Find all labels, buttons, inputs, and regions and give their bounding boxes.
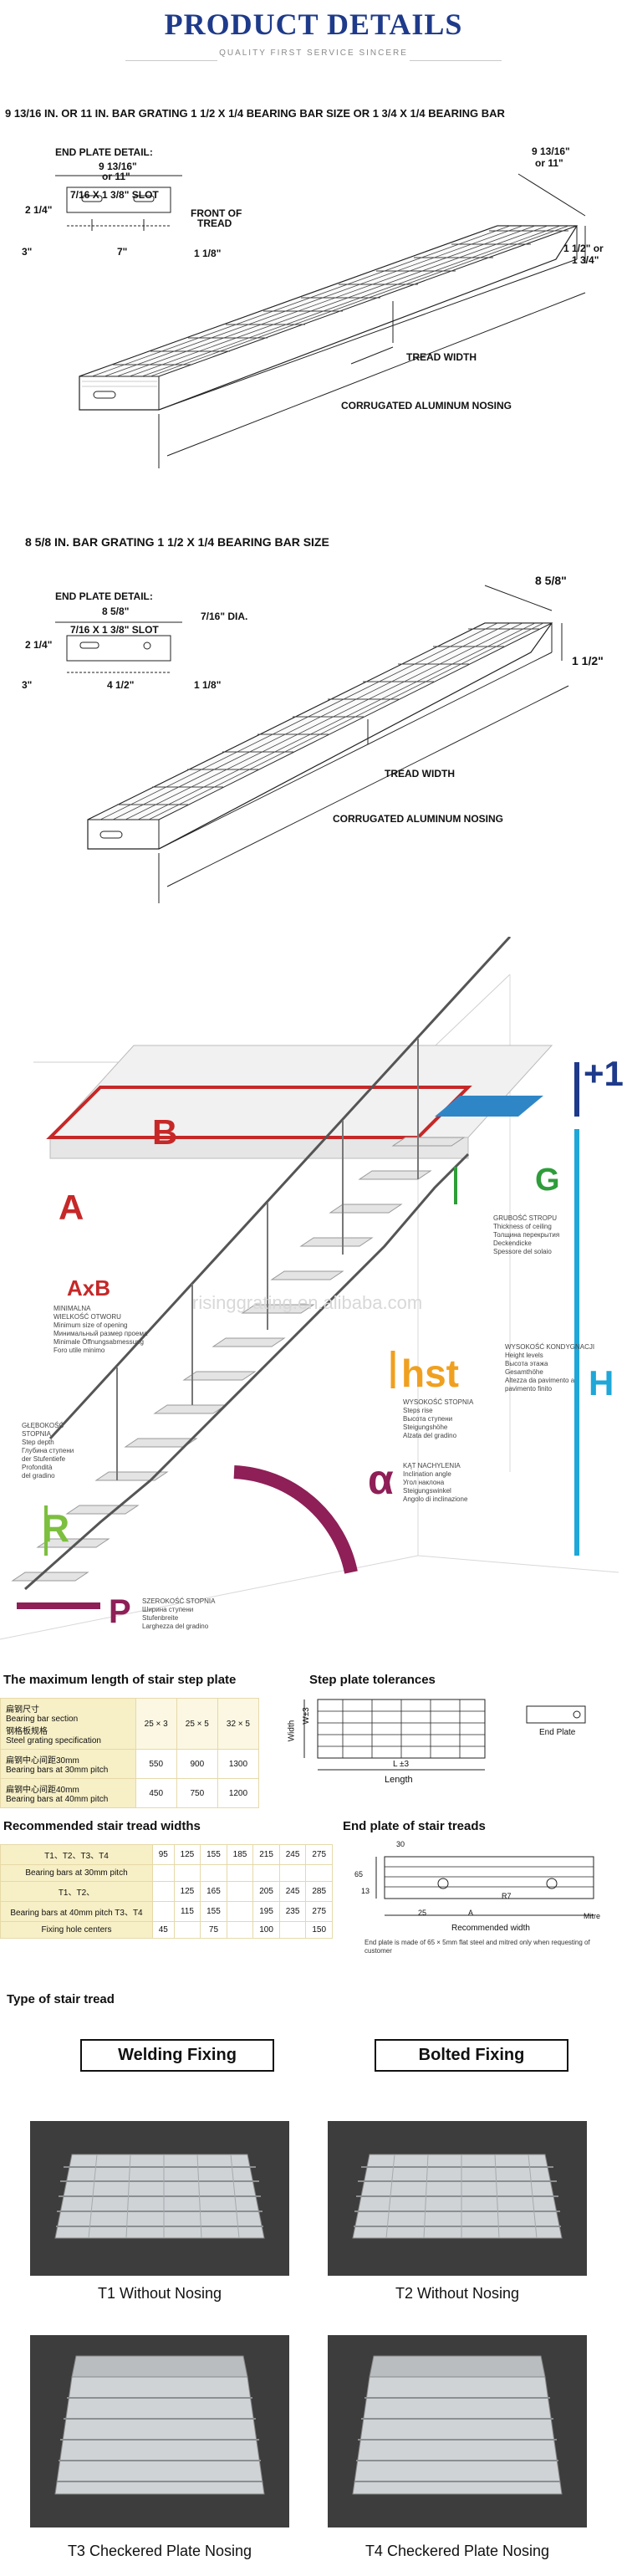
photo-t4 — [328, 2335, 587, 2527]
dia-label: 7/16" DIA. — [201, 611, 248, 622]
right-height-1: 1 1/2" or — [563, 243, 604, 254]
dim-a: A — [468, 1909, 474, 1917]
recommended-title: Recommended stair tread widths — [3, 1819, 201, 1833]
dim-2-1-4-b: 2 1/4" — [25, 639, 53, 651]
dim-65: 65 — [354, 1870, 364, 1878]
caption-t4: T4 Checkered Plate Nosing — [364, 2543, 550, 2559]
photo-t2 — [328, 2121, 587, 2276]
watermark: risinggrating.en.alibaba.com — [192, 1292, 423, 1313]
end-plate-detail-label: END PLATE DETAIL: — [55, 146, 153, 158]
col-32x5: 32 × 5 — [217, 1698, 260, 1750]
caption-t1: T1 Without Nosing — [97, 2285, 222, 2302]
w-label: W±3 — [301, 1707, 311, 1725]
header-divider-left — [125, 60, 217, 61]
dim-r7: R7 — [502, 1892, 512, 1900]
label-r: R — [42, 1506, 70, 1550]
label-h: H — [589, 1363, 614, 1403]
right-width-1: 9 13/16" — [532, 146, 570, 157]
caption-t3: T3 Checkered Plate Nosing — [67, 2543, 252, 2559]
label-axb: AxB — [67, 1275, 111, 1301]
tolerances-drawing — [303, 1699, 586, 1771]
tolerances-title: Step plate tolerances — [309, 1673, 436, 1687]
front-of-tread: FRONT OF — [191, 207, 242, 219]
width-label-2: 8 5/8" — [102, 606, 130, 617]
label-plus1: +1 — [584, 1054, 624, 1093]
recommended-width-label: Recommended width — [451, 1924, 530, 1933]
length-label: Length — [385, 1775, 413, 1785]
label-alpha: α — [368, 1456, 394, 1503]
width-label: Width — [287, 1720, 297, 1742]
page-subtitle: QUALITY FIRST SERVICE SINCERE — [219, 49, 408, 58]
page-title: PRODUCT DETAILS — [164, 8, 463, 41]
end-plate-title: End plate of stair treads — [343, 1819, 486, 1833]
right-width-b: 8 5/8" — [535, 574, 567, 587]
l-label: L ±3 — [393, 1760, 410, 1769]
tread-drawing-1 — [55, 173, 586, 468]
end-plate-label: End Plate — [539, 1728, 576, 1737]
caption-t2: T2 Without Nosing — [395, 2285, 520, 2302]
tread-width-label: TREAD WIDTH — [406, 351, 477, 363]
slot-label: 7/16 X 1 3/8" SLOT — [70, 189, 159, 201]
right-width-2: or 11" — [535, 157, 563, 169]
dim-7: 7" — [117, 246, 128, 258]
label-p: P — [109, 1593, 131, 1630]
col-25x3: 25 × 3 — [135, 1698, 177, 1750]
dim-3: 3" — [22, 246, 33, 258]
front-of-tread-2: TREAD — [197, 217, 232, 229]
label-g: G — [535, 1163, 560, 1198]
tread-width-label-2: TREAD WIDTH — [385, 768, 455, 779]
photo-t1 — [30, 2121, 289, 2276]
types-title: Type of stair tread — [7, 1992, 115, 2006]
end-plate-drawing — [375, 1856, 594, 1916]
col-25x5: 25 × 5 — [176, 1698, 218, 1750]
mitre-label: Mitre — [584, 1912, 600, 1920]
header-divider-right — [410, 60, 502, 61]
stair-illustration — [0, 937, 619, 1640]
dim-25: 25 — [418, 1909, 427, 1917]
nosing-label-2: CORRUGATED ALUMINUM NOSING — [333, 813, 503, 825]
nosing-label: CORRUGATED ALUMINUM NOSING — [341, 400, 512, 411]
right-height-2: 1 3/4" — [572, 254, 599, 266]
slot-label-2: 7/16 X 1 3/8" SLOT — [70, 624, 159, 636]
dim-1-1-8: 1 1/8" — [194, 248, 222, 259]
dim-13: 13 — [361, 1887, 370, 1895]
dim-1-1-8-b: 1 1/8" — [194, 679, 222, 691]
photo-t3 — [30, 2335, 289, 2527]
end-plate-note: End plate is made of 65 × 5mm flat steel… — [364, 1939, 590, 1955]
bolted-fixing-box: Bolted Fixing — [375, 2039, 568, 2072]
dim-30: 30 — [396, 1840, 405, 1848]
width-label-a: 9 13/16" — [99, 161, 137, 172]
max-length-title: The maximum length of stair step plate — [3, 1673, 237, 1687]
tread-drawing-2 — [55, 585, 569, 903]
section2-title: 8 5/8 IN. BAR GRATING 1 1/2 X 1/4 BEARIN… — [25, 535, 329, 549]
dim-3-b: 3" — [22, 679, 33, 691]
section1-title: 9 13/16 IN. OR 11 IN. BAR GRATING 1 1/2 … — [5, 107, 505, 120]
table-row: Bearing bars at 30mm pitch — [0, 1864, 333, 1882]
dim-2-1-4: 2 1/4" — [25, 204, 53, 216]
label-hst: hst — [401, 1352, 459, 1395]
welding-fixing-box: Welding Fixing — [80, 2039, 274, 2072]
right-height-b: 1 1/2" — [572, 654, 604, 667]
end-plate-detail-label-2: END PLATE DETAIL: — [55, 590, 153, 602]
width-label-b: or 11" — [102, 171, 130, 182]
label-a: A — [59, 1188, 84, 1227]
dim-4-1-2: 4 1/2" — [107, 679, 135, 691]
label-b: B — [152, 1112, 178, 1152]
